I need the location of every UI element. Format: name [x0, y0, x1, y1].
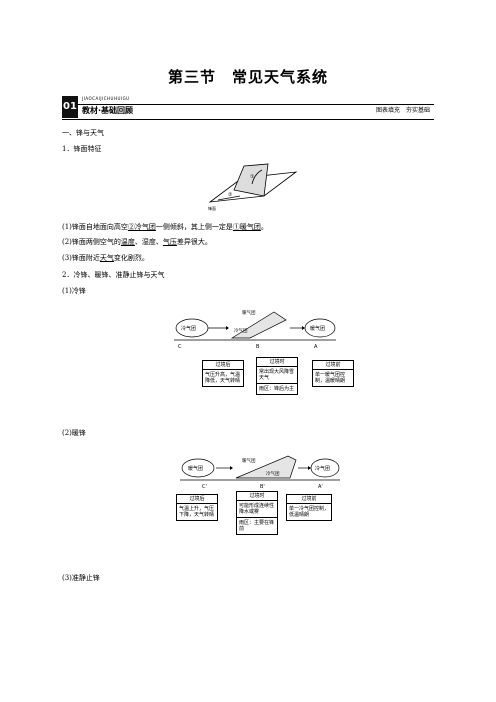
point-c: C — [178, 344, 182, 350]
warm-front-label: (2)暖锋 — [62, 429, 86, 437]
banner-number: 01 — [62, 96, 78, 118]
warm-before-box: 过境前单一冷气团控制，低温晴朗 — [286, 494, 332, 521]
banner-name: 教材·基础回顾 — [82, 106, 134, 115]
banner-right: 图表填充 夯实基础 — [375, 107, 430, 114]
warm-arrow-2-head — [308, 466, 311, 470]
warm-left-label: 暖气团 — [188, 465, 203, 472]
front-surface — [233, 163, 269, 197]
cold-mass-cloud-right — [310, 458, 340, 478]
warm-mass-cloud-left — [181, 458, 215, 478]
text-line-1: (1)锋面自地面向高空②冷气团一侧倾斜，其上侧一定是①暖气团。 — [62, 223, 268, 231]
warm-arrow-1-head — [230, 466, 233, 470]
cold-arrow-1-head — [226, 326, 229, 330]
text-line-2: (2)锋面两侧空气的温度、湿度、气压差异很大。 — [62, 238, 212, 246]
banner-bar — [62, 104, 434, 120]
point-b: B — [256, 344, 260, 350]
page-title: 第三节 常见天气系统 — [167, 68, 328, 86]
warm-front-diagram: 暖气团 暖气团 冷气团 冷气团 C' B' A' — [180, 455, 340, 490]
warm-during-box: 过境时可能形成连续性降水或雾 雨区：主要在锋前 — [236, 491, 278, 535]
cold-arrow-2-head — [302, 326, 305, 330]
point-b-prime: B' — [260, 484, 265, 490]
point-c-prime: C' — [202, 484, 207, 490]
warm-mass-label: 暖气团 — [310, 325, 325, 332]
warm-after-box: 过境后气温上升，气压下降，天气转晴 — [176, 494, 218, 521]
text-line-3: (3)锋面附近天气变化剧烈。 — [62, 254, 149, 262]
cold-front-wedge — [230, 311, 287, 339]
banner-pinyin: JIAOCAIJICHUHUIGU — [82, 96, 130, 101]
subheading-2: 2．冷锋、暖锋、准静止锋与天气 — [62, 271, 165, 279]
cold-air-arrow — [217, 195, 241, 201]
section-banner: 01 JIAOCAIJICHUHUIGU 教材·基础回顾 图表填充 夯实基础 — [62, 96, 434, 120]
section-heading-1: 一、锋与天气 — [62, 129, 104, 137]
warm-air-arrow — [251, 169, 263, 185]
cold-mass-label: 冷气团 — [181, 325, 196, 332]
cold-before-box: 过境前单一暖气团控制，温暖晴朗 — [312, 360, 354, 387]
warm-mid-label: 冷气团 — [266, 470, 280, 477]
cold-warm-up-label: 暖气团 — [242, 309, 256, 316]
subheading-1: 1．锋面特征 — [62, 145, 102, 153]
static-front-label: (3)准静止锋 — [62, 574, 100, 582]
warm-up-label: 暖气团 — [242, 457, 256, 464]
warm-front-wedge — [235, 455, 297, 479]
cold-during-box: 过境时常出现大风降雪天气 雨区：锋后为主 — [256, 357, 298, 395]
cold-front-diagram: 冷气团 暖气团 冷气团 暖气团 C B A — [174, 309, 336, 350]
label-n1: ① — [250, 174, 255, 180]
warm-right-label: 冷气团 — [315, 465, 330, 472]
cold-front-label: (1)冷锋 — [62, 287, 86, 295]
point-a-prime: A' — [318, 484, 323, 490]
front-diagram: ① ② 锋面 — [208, 163, 298, 211]
label-n2: ② — [228, 192, 233, 198]
warm-mass-cloud — [304, 318, 336, 338]
cold-after-box: 过境后气压升高，气温降低，天气转晴 — [202, 360, 244, 387]
label-front: 锋面 — [208, 205, 216, 211]
cold-mid-label: 冷气团 — [234, 327, 248, 334]
point-a: A — [314, 344, 318, 350]
